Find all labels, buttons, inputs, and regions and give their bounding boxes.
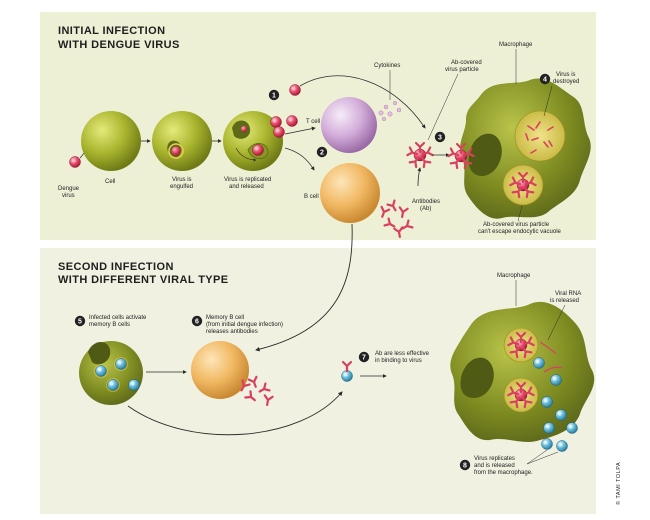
dengue-virus-label-1: Dengue	[58, 186, 80, 192]
svg-text:7: 7	[362, 355, 366, 362]
step-badge-7: 7	[358, 351, 370, 363]
top-heading-line-2: WITH DENGUE VIRUS	[58, 39, 180, 51]
bottom-heading-line-1: SECOND INFECTION	[58, 261, 174, 273]
step-badge-5: 5	[74, 315, 86, 327]
t-cell	[321, 97, 377, 153]
step-badge-3: 3	[434, 131, 446, 143]
ab-covered-label-2: virus particle	[445, 67, 479, 73]
step-badge-8: 8	[459, 459, 471, 471]
cell-label: Cell	[105, 179, 115, 185]
memory-b-cell-label-2: (from initial dengue infection)	[206, 322, 283, 328]
svg-text:6: 6	[195, 319, 199, 326]
image-credit: © TAMI TOLPA	[615, 462, 622, 505]
step-badge-2: 2	[316, 146, 328, 158]
svg-text:2: 2	[320, 150, 324, 157]
t-cell-label: T cell	[306, 119, 320, 125]
svg-text:8: 8	[463, 463, 467, 470]
infected-cell	[223, 111, 283, 171]
memory-b-cell-label-1: Memory B cell	[206, 315, 244, 321]
step-badge-4: 4	[539, 73, 551, 85]
cant-escape-label-1: Ab-covered virus particle	[483, 222, 550, 228]
virus-step-1	[289, 84, 301, 96]
memory-b-cell	[191, 341, 249, 399]
virus-engulfed-label-1: Virus is	[172, 177, 192, 183]
cant-escape-label-2: can't escape endocytic vacuole	[478, 229, 562, 235]
macrophage-top	[460, 78, 591, 219]
virus-replicates-label-1: Virus replicates	[474, 456, 515, 462]
top-heading-line-1: INITIAL INFECTION	[58, 25, 165, 37]
host-cell	[81, 111, 141, 171]
svg-text:5: 5	[78, 319, 82, 326]
cytokines	[378, 100, 402, 121]
infected-cell-second	[79, 341, 143, 405]
dengue-virus	[69, 156, 81, 168]
macrophage-top-label: Macrophage	[499, 42, 533, 48]
virus-engulfed-label-2: engulfed	[170, 184, 193, 190]
dengue-virus-label-2: virus	[62, 193, 75, 199]
macrophage-bottom	[450, 301, 595, 442]
virus-to-tcell	[286, 115, 298, 127]
step-badge-1: 1	[268, 89, 280, 101]
b-cell-label: B cell	[304, 194, 319, 200]
memory-b-cell-label-3: releases antibodies	[206, 329, 258, 335]
infected-cells-label-2: memory B cells	[89, 322, 130, 328]
bottom-heading-line-2: WITH DIFFERENT VIRAL TYPE	[58, 274, 229, 286]
svg-text:3: 3	[438, 135, 442, 142]
virus-destroyed-label-2: destroyed	[553, 79, 579, 85]
svg-text:4: 4	[543, 77, 547, 84]
ab-covered-label-1: Ab-covered	[451, 60, 482, 66]
virus-replicates-label-2: and is released	[474, 463, 515, 469]
virus-destroyed-label-1: Virus is	[556, 72, 576, 78]
step-badge-6: 6	[191, 315, 203, 327]
ab-less-effective-label-2: in binding to virus	[375, 358, 422, 364]
released-virus-2	[273, 126, 285, 138]
engulfing-cell	[152, 111, 212, 171]
infected-cells-label-1: Infected cells activate	[89, 315, 147, 321]
ab-less-effective-label-1: Ab are less effective	[375, 351, 430, 357]
macrophage-bottom-label: Macrophage	[497, 273, 531, 279]
viral-rna-label-1: Viral RNA	[555, 291, 581, 297]
virus-replicates-label-3: from the macrophage.	[474, 470, 533, 476]
destroyed-virus-fragments	[525, 121, 554, 154]
antibodies-label-1: Antibodies	[412, 199, 440, 205]
virus-replicated-label-1: Virus is replicated	[224, 177, 271, 183]
virus-replicated-label-2: and released	[229, 184, 264, 190]
antibodies-label-2: (Ab)	[420, 206, 431, 212]
cytokines-label: Cytokines	[374, 63, 400, 69]
svg-text:1: 1	[272, 93, 276, 100]
viral-rna-label-2: is released	[550, 298, 579, 304]
released-virus-1	[270, 116, 282, 128]
b-cell	[320, 163, 380, 223]
